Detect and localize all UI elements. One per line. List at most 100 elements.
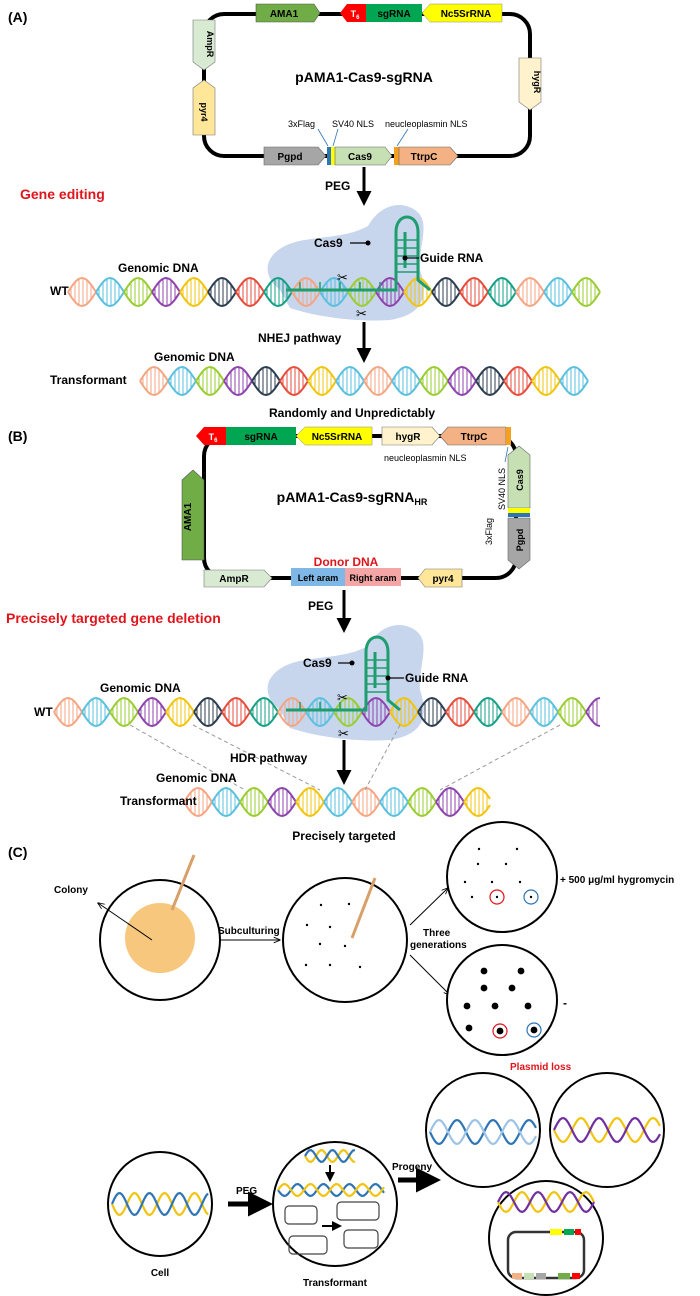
part-ampr-b: AmpR [203, 569, 273, 588]
cell-label: Cell [151, 1268, 170, 1279]
svg-text:AmpR: AmpR [219, 574, 249, 585]
highlight-red-minus [492, 1023, 508, 1039]
part-ttrpc-a: TtrpC [398, 146, 459, 166]
svg-text:sgRNA: sgRNA [244, 432, 277, 443]
colony-pointer [98, 903, 153, 941]
guide-rna-a [286, 215, 431, 292]
dna-wt-b [53, 696, 601, 728]
guide-dot-b [385, 675, 391, 681]
peg-label-a: PEG [325, 179, 350, 193]
cas9-dot-a [365, 240, 371, 246]
dots-subculture [304, 902, 362, 969]
part-cas9-a: Cas9 [334, 146, 393, 166]
tag-sv40-b: SV40 NLS [497, 468, 507, 510]
wt-label-b: WT [34, 705, 53, 719]
precise-title: Precisely targeted gene deletion [6, 610, 221, 626]
scissors-icon-b2: ✂ [338, 726, 349, 741]
dna-transformant-mid [277, 1182, 385, 1198]
svg-text:pyr4: pyr4 [199, 102, 209, 121]
highlight-red-hyg [489, 889, 505, 905]
plasmid-b-name: pAMA1-Cas9-sgRNAHR [277, 489, 428, 507]
svg-text:Left aram: Left aram [298, 573, 339, 583]
panel-c-label: (C) [8, 844, 27, 860]
part-pyr4-b: pyr4 [417, 568, 463, 588]
part-nc5s-b: Nc5SrRNA [295, 426, 373, 446]
panel-a-label: (A) [8, 9, 27, 25]
svg-text:Cas9: Cas9 [515, 469, 525, 491]
dna-transformant-b [183, 786, 491, 818]
svg-text:AMA1: AMA1 [270, 9, 299, 20]
generations-label: generations [410, 940, 467, 951]
part-t6-a: T6 [340, 4, 366, 22]
svg-text:T6: T6 [351, 9, 361, 21]
cas9-cloud-a [267, 205, 424, 321]
svg-text:AMA1: AMA1 [183, 502, 194, 531]
svg-text:Cas9: Cas9 [348, 152, 372, 163]
dna-cell [110, 1191, 209, 1217]
colony-label: Colony [54, 885, 88, 896]
toothpick-1 [170, 854, 196, 911]
dish-hygromycin [446, 821, 558, 933]
donor-dna-label: Donor DNA [314, 555, 379, 569]
highlight-blue-minus [526, 1022, 542, 1038]
part-ampr-a: AmpR [192, 19, 216, 71]
svg-text:pyr4: pyr4 [432, 574, 454, 585]
transformant-label-c: Transformant [303, 1278, 368, 1289]
part-sgrna-b: sgRNA [226, 427, 296, 445]
part-pyr4-a: pyr4 [192, 79, 216, 136]
mini-plasmids [284, 1201, 380, 1255]
flag-box-a [327, 147, 331, 165]
caption-a: Randomly and Unpredictably [269, 406, 435, 420]
toothpick-2 [350, 877, 377, 939]
svg-text:Right aram: Right aram [349, 573, 396, 583]
scissors-icon-a1: ✂ [337, 270, 348, 285]
tag-flag-a: 3xFlag [288, 119, 315, 129]
peg-label-c: PEG [236, 1186, 257, 1197]
plasmid-b-parts: T6 sgRNA Nc5SrRNA hygR TtrpC AMA1 Cas9 [181, 426, 531, 588]
panel-b-label: (B) [8, 428, 27, 444]
progeny-label: Progeny [392, 1162, 432, 1173]
minus-label: - [563, 996, 567, 1010]
dna-progeny-3 [497, 1190, 595, 1214]
svg-text:Pgpd: Pgpd [278, 152, 303, 163]
part-sgrna-a: sgRNA [366, 4, 422, 22]
genomic-dna-b: Genomic DNA [100, 681, 181, 695]
tag-flag-b: 3xFlag [484, 518, 494, 545]
tag-neuc-b-line [504, 446, 509, 463]
transformant-label-b: Transformant [120, 794, 197, 808]
transformant-label-a: Transformant [50, 373, 127, 387]
guide-label-a: Guide RNA [420, 251, 484, 265]
dish-subculture [282, 877, 408, 1003]
dna-wt-a [67, 276, 601, 308]
genomic-dna-b2: Genomic DNA [156, 771, 237, 785]
plasmid-loss-label: Plasmid loss [510, 1062, 572, 1073]
svg-text:TtrpC: TtrpC [461, 432, 488, 443]
plasmid-a-name: pAMA1-Cas9-sgRNA [295, 69, 433, 85]
guide-label-b: Guide RNA [405, 671, 469, 685]
tag-flag-a-line [317, 128, 329, 147]
svg-text:AmpR: AmpR [205, 31, 215, 58]
wt-label-a: WT [50, 284, 69, 298]
peg-label-b: PEG [308, 599, 333, 613]
gene-editing-title: Gene editing [20, 186, 105, 202]
three-label: Three [423, 928, 451, 939]
guide-rna-b [286, 635, 401, 712]
svg-text:TtrpC: TtrpC [411, 152, 438, 163]
arrow-to-hyg [409, 888, 448, 926]
guide-dot-a [402, 255, 408, 261]
part-right-arm: Right aram [345, 568, 401, 586]
svg-text:T6: T6 [209, 432, 219, 444]
colony-blob [125, 903, 195, 973]
genomic-dna-a2: Genomic DNA [154, 350, 235, 364]
tag-sv40-a-line [332, 128, 339, 147]
svg-text:Nc5SrRNA: Nc5SrRNA [441, 9, 492, 20]
svg-text:hygR: hygR [396, 432, 422, 443]
part-ttrpc-b: TtrpC [439, 426, 511, 446]
caption-b: Precisely targeted [292, 829, 395, 843]
sv40-box-b [508, 508, 530, 513]
cell-transformant [272, 1141, 398, 1267]
dots-hygromycin [463, 847, 533, 899]
progeny-plasmid [506, 1229, 586, 1280]
hdr-label: HDR pathway [230, 751, 308, 765]
